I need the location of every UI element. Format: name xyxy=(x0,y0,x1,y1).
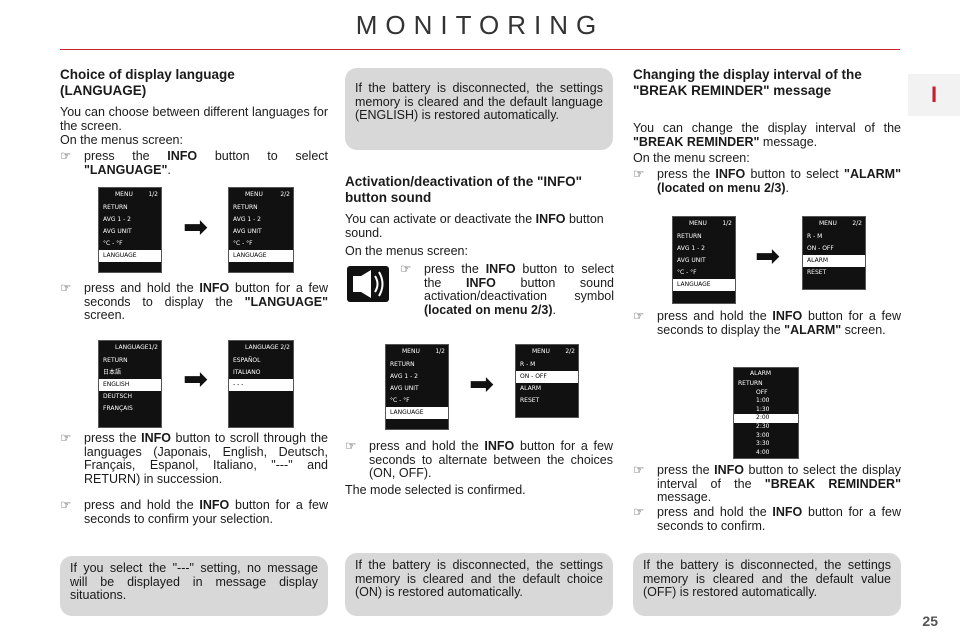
bullet-hand-icon: ☞ xyxy=(60,281,72,295)
break-step-4: ☞ press and hold the INFO button for a f… xyxy=(633,505,902,533)
section-tab: I xyxy=(908,74,960,116)
bullet-hand-icon: ☞ xyxy=(633,167,645,181)
arrow-right-icon: ➡ xyxy=(183,211,209,244)
sound-heading: Activation/deactivation of the "INFO" bu… xyxy=(345,174,583,205)
language-step-4: ☞ press and hold the INFO button for a f… xyxy=(60,498,329,526)
battery-note-break: If the battery is disconnected, the sett… xyxy=(633,553,901,616)
sound-step-1: ☞ press the INFO button to se­lect the I… xyxy=(400,262,614,317)
language-intro: You can choose between different languag… xyxy=(60,105,328,133)
sound-step-2: ☞ press and hold the INFO button for a f… xyxy=(345,439,614,480)
break-step-1: ☞ press the INFO button to select "ALARM… xyxy=(633,167,901,195)
language-heading: Choice of display language (LANGUAGE) xyxy=(60,67,235,98)
language-note: If you select the "---" setting, no mes­… xyxy=(60,556,328,616)
screen-alarm: ALARM RETURN OFF 1:00 1:30 2:00 2:30 3:0… xyxy=(733,367,799,459)
bullet-hand-icon: ☞ xyxy=(400,262,412,276)
sound-confirm: The mode selected is confirmed. xyxy=(345,483,526,497)
bullet-hand-icon: ☞ xyxy=(633,505,645,519)
break-intro-2: On the menu screen: xyxy=(633,151,750,165)
language-step-2: ☞ press and hold the INFO button for a f… xyxy=(60,281,329,322)
info-sound-icon xyxy=(347,266,389,302)
bullet-hand-icon: ☞ xyxy=(60,431,72,445)
language-step-1: ☞ press the INFO button to select "LANGU… xyxy=(60,149,328,177)
bullet-hand-icon: ☞ xyxy=(633,463,645,477)
bullet-hand-icon: ☞ xyxy=(60,149,72,163)
break-step-3: ☞ press the INFO button to select the di… xyxy=(633,463,901,504)
arrow-right-icon: ➡ xyxy=(755,240,781,273)
sound-intro: You can activate or deactivate the INFO … xyxy=(345,212,604,240)
page-title: MONITORING xyxy=(355,10,605,40)
arrow-right-icon: ➡ xyxy=(183,363,209,396)
bullet-hand-icon: ☞ xyxy=(345,439,357,453)
bullet-hand-icon: ☞ xyxy=(60,498,72,512)
language-intro-2: On the menus screen: xyxy=(60,133,183,147)
sound-intro-2: On the menus screen: xyxy=(345,244,468,258)
language-step-3: ☞ press the INFO button to scroll throug… xyxy=(60,431,328,486)
break-step-2: ☞ press and hold the INFO button for a f… xyxy=(633,309,902,337)
bullet-hand-icon: ☞ xyxy=(633,309,645,323)
page-number: 25 xyxy=(922,613,938,629)
battery-note-language: If the battery is disconnected, the sett… xyxy=(345,68,613,150)
section-tab-label: I xyxy=(930,82,938,107)
arrow-right-icon: ➡ xyxy=(469,368,495,401)
break-heading: Changing the display interval of the "BR… xyxy=(633,67,862,98)
battery-note-sound: If the battery is disconnected, the sett… xyxy=(345,553,613,616)
break-intro: You can change the display interval of t… xyxy=(633,121,901,149)
title-rule xyxy=(60,49,900,50)
